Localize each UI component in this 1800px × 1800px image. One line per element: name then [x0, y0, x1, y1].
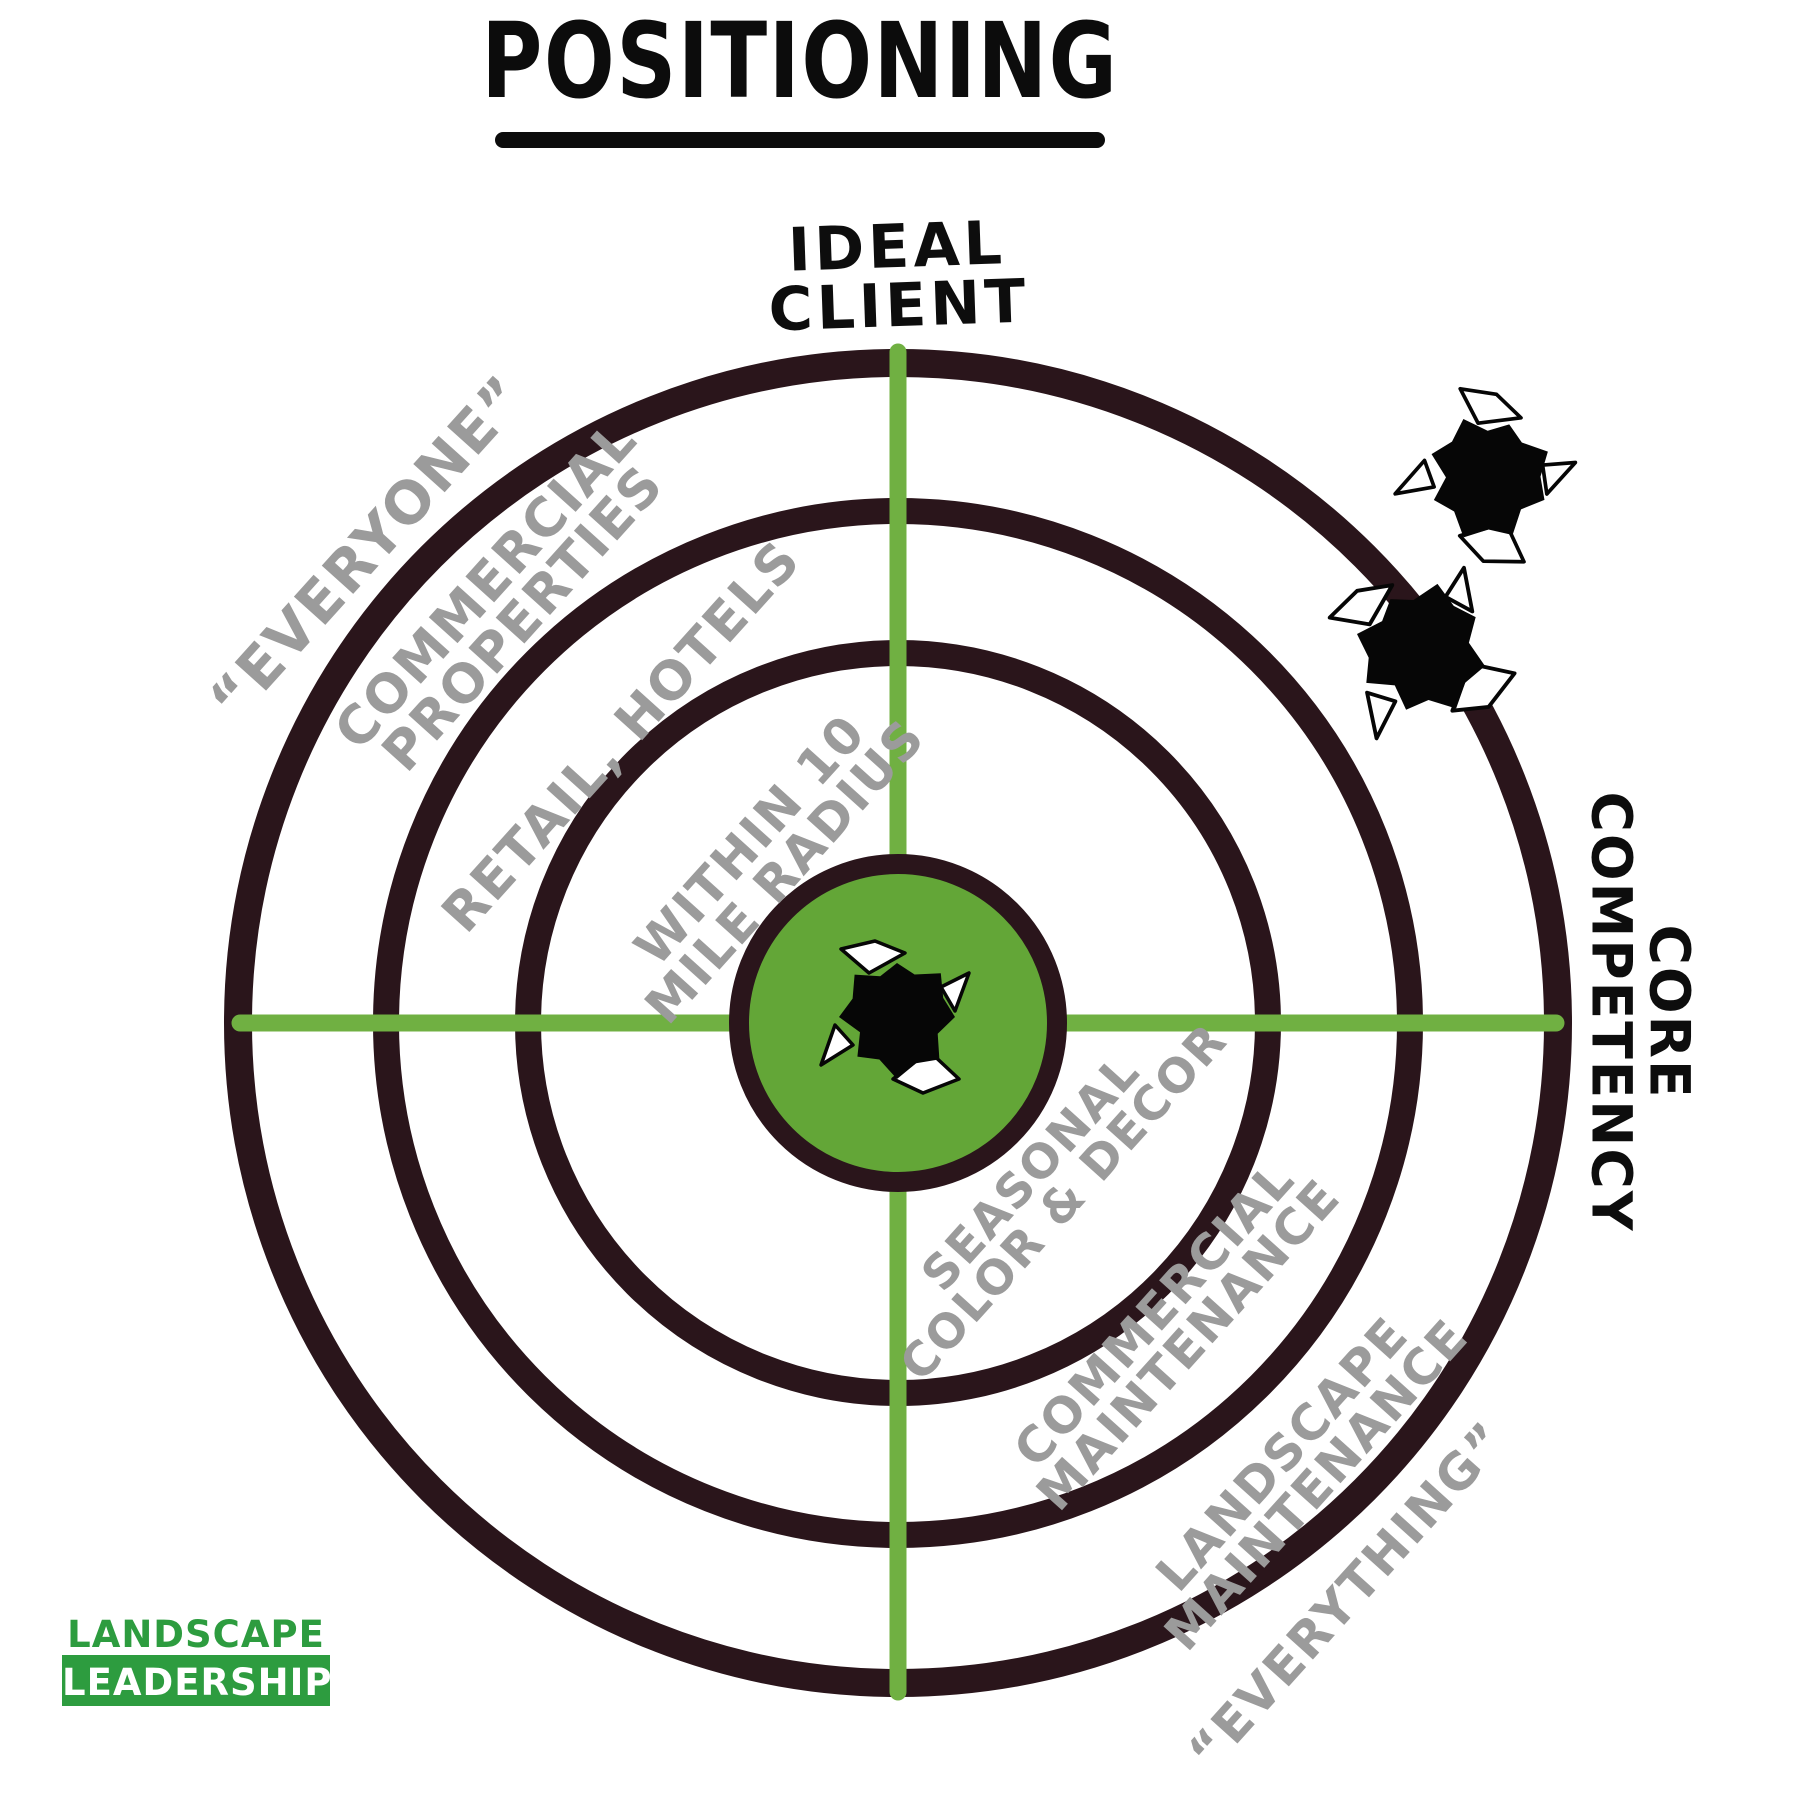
logo-leadership-text: LEADERSHIP	[62, 1661, 333, 1706]
ideal-client-line2: CLIENT	[767, 266, 1031, 346]
core-competency-line1: CORE	[1637, 924, 1702, 1100]
core-competency-line2: COMPETENCY	[1579, 791, 1643, 1233]
axis-label-ideal-client: IDEAL CLIENT	[766, 208, 1031, 346]
landscape-leadership-logo: LANDSCAPE LEADERSHIP	[62, 1616, 333, 1706]
bullseye-ring	[729, 854, 1067, 1192]
axis-label-core-competency: CORE COMPETENCY	[1579, 791, 1702, 1233]
logo-landscape-text: LANDSCAPE	[62, 1616, 330, 1661]
bullet-hole-outside-icon	[1382, 371, 1590, 582]
title-underline	[495, 132, 1105, 148]
page-title: POSITIONING	[481, 0, 1119, 122]
